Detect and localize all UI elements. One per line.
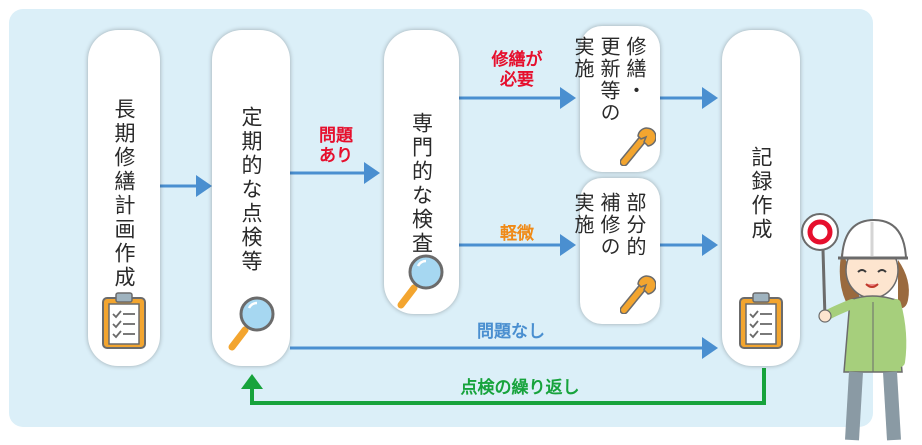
clipboard-icon [102, 292, 146, 349]
label-problem-found-line2: あり [319, 146, 353, 166]
box-periodic-inspection: 定期的な点検等 [212, 30, 290, 366]
wrench-icon [620, 275, 656, 314]
box-long-term-plan: 長期修繕計画作成 [88, 30, 160, 366]
wrench-icon [620, 127, 656, 166]
arrowhead-expert-to-partial [560, 234, 576, 256]
label-repeat-inspection: 点検の繰り返し [460, 378, 580, 398]
repair-renewal-col1: 修繕・ [623, 36, 647, 102]
label-minor: 軽微 [500, 224, 534, 244]
clipboard-icon [739, 292, 783, 349]
magnifier-icon [397, 254, 444, 309]
periodic-inspection-label: 定期的な点検等 [239, 106, 263, 274]
label-problem-found: 問題 あり [306, 126, 366, 166]
record-creation-label: 記録作成 [749, 146, 773, 242]
partial-repair-col2: 補修の [597, 192, 621, 258]
magnifier-icon [228, 296, 275, 351]
expert-inspection-label: 専門的な検査 [409, 112, 434, 256]
long-term-plan-label: 長期修繕計画作成 [112, 98, 136, 290]
box-record-creation: 記録作成 [722, 30, 800, 366]
arrowhead-partial-to-record [702, 234, 718, 256]
repair-renewal-col3: 実施 [571, 36, 595, 80]
box-repair-renewal: 修繕・ 更新等の 実施 [571, 26, 660, 172]
arrowhead-expert-to-repair [560, 87, 576, 109]
partial-repair-col1: 部分的 [623, 192, 647, 258]
arrowhead-no-problem [702, 337, 718, 359]
label-problem-found-line1: 問題 [319, 126, 353, 146]
arrowhead-inspection-to-expert [364, 162, 380, 184]
arrowhead-plan-to-inspection [196, 175, 212, 197]
worker-character-illustration [801, 213, 909, 441]
repeat-loop-line [250, 368, 766, 405]
label-repair-needed: 修繕が 必要 [482, 50, 552, 90]
label-no-problem: 問題なし [477, 322, 545, 342]
repair-renewal-col2: 更新等の [597, 36, 621, 124]
label-repair-needed-line1: 修繕が [491, 50, 543, 70]
repeat-loop-arrowhead [241, 374, 263, 389]
label-repair-needed-line2: 必要 [500, 70, 534, 90]
partial-repair-col3: 実施 [571, 192, 595, 236]
box-expert-inspection: 専門的な検査 [384, 30, 459, 314]
box-partial-repair: 部分的 補修の 実施 [571, 178, 660, 324]
arrowhead-repair-to-record [702, 87, 718, 109]
